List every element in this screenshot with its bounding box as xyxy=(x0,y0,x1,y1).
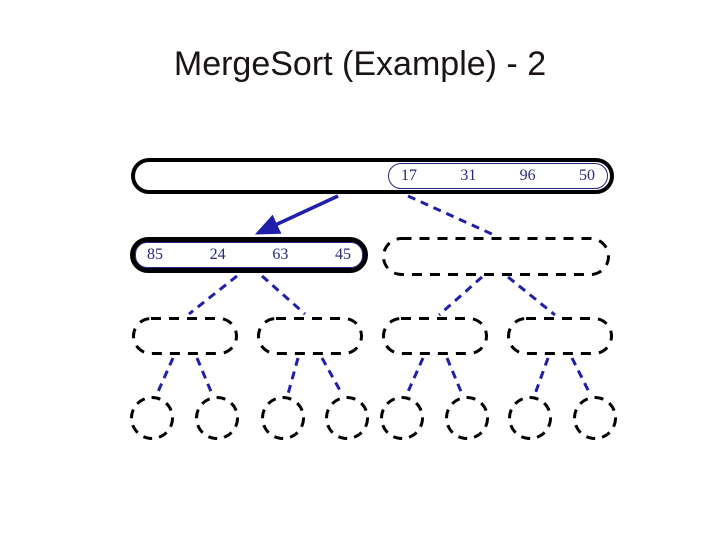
leaf-circle-8 xyxy=(573,396,617,440)
leaf-circle-2 xyxy=(195,396,239,440)
solid-merge-arrow xyxy=(254,194,339,235)
leaf-circle-1 xyxy=(130,396,174,440)
leaf-circle-3 xyxy=(261,396,305,440)
array-value: 31 xyxy=(460,167,477,184)
root-node: 17 31 96 50 xyxy=(131,158,614,194)
leaf-circle-4 xyxy=(325,396,369,440)
dashed-connector-left-b1 xyxy=(188,274,238,316)
slide-title: MergeSort (Example) - 2 xyxy=(173,45,547,83)
dashed-connector-b4-c7 xyxy=(533,357,550,395)
left-subarray-run: 85 24 63 45 xyxy=(135,242,363,268)
leaf-circle-6 xyxy=(445,396,489,440)
array-value: 24 xyxy=(209,246,226,263)
array-value: 17 xyxy=(401,167,417,184)
root-sorted-run: 17 31 96 50 xyxy=(388,163,608,189)
dashed-connector-right-b4 xyxy=(507,275,556,317)
dashed-connector-root-right xyxy=(407,194,495,237)
node-l3-4 xyxy=(507,317,613,355)
array-value: 45 xyxy=(334,246,351,263)
dashed-connector-b3-c5 xyxy=(405,357,425,395)
leaf-circle-5 xyxy=(380,396,424,440)
dashed-connector-b3-c6 xyxy=(445,357,464,395)
array-value: 50 xyxy=(578,167,595,184)
dashed-connector-b4-c8 xyxy=(570,357,592,395)
array-value: 85 xyxy=(147,246,163,263)
node-left-subarray: 85 24 63 45 xyxy=(130,237,368,273)
dashed-connector-b1-c1 xyxy=(155,357,175,395)
array-value: 63 xyxy=(272,246,289,263)
dashed-connector-left-b2 xyxy=(261,274,306,316)
node-l3-1 xyxy=(132,317,238,355)
node-l3-2 xyxy=(257,317,363,355)
node-right-placeholder xyxy=(382,237,610,276)
dashed-connector-right-b3 xyxy=(438,275,483,317)
leaf-circle-7 xyxy=(508,396,552,440)
dashed-connector-b2-c4 xyxy=(320,357,344,395)
dashed-connector-b1-c2 xyxy=(195,357,214,395)
array-value: 96 xyxy=(519,167,536,184)
dashed-connector-b2-c3 xyxy=(286,357,300,395)
node-l3-3 xyxy=(382,317,488,355)
